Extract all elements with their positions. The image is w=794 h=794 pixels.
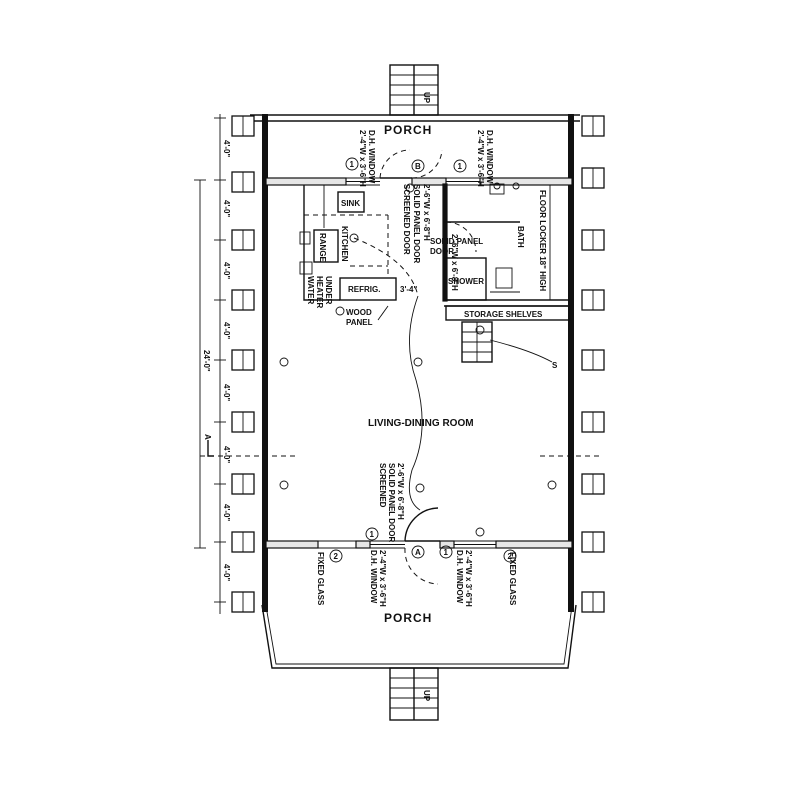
range-label: RANGE xyxy=(318,233,327,263)
fixed-glass-right-label: FIXED GLASS xyxy=(508,552,517,606)
tag-1-top-right: 1 xyxy=(458,162,463,171)
dim-left-6: 4'-0" xyxy=(222,446,231,463)
piers-left xyxy=(231,115,255,613)
dim-left-7: 4'-0" xyxy=(222,504,231,521)
top-window-left-label-1: 2'-4"W x 3'-6"H xyxy=(358,130,367,187)
stairs-top-label: UP xyxy=(422,92,431,104)
piers-right xyxy=(581,115,605,613)
top-door-label-3: SCREENED DOOR xyxy=(402,184,411,255)
wood-panel-label-2: PANEL xyxy=(346,318,373,327)
water-heater-label-1: WATER xyxy=(306,276,315,305)
tag-a-bottom: A xyxy=(415,548,421,557)
bottom-door-label-1: 2'-6"W x 6'-8"H xyxy=(396,463,405,520)
tag-1-top-left: 1 xyxy=(350,160,355,169)
left-dimensions: 4'-0" 4'-0" 4'-0" 4'-0" 4'-0" 4'-0" 4'-0… xyxy=(194,114,231,614)
dim-left-5: 4'-0" xyxy=(222,384,231,401)
tag-1-bottom-right: 1 xyxy=(444,548,449,557)
electrical-circuit: S xyxy=(279,183,558,537)
top-window-left-label-2: D.H. WINDOW xyxy=(367,130,376,184)
dim-left-2: 4'-0" xyxy=(222,200,231,217)
storage-label: STORAGE SHELVES xyxy=(464,310,543,319)
bottom-door-label-2: SOLID PANEL DOOR xyxy=(387,463,396,542)
bottom-window-left-label-2: D.H. WINDOW xyxy=(369,550,378,604)
bottom-window-left-label-1: 2'-4"W x 3'-6"H xyxy=(378,550,387,607)
top-door-label-2: SOLID PANEL DOOR xyxy=(412,184,421,263)
bottom-window-right-label-2: D.H. WINDOW xyxy=(455,550,464,604)
top-stairs: UP xyxy=(389,64,439,116)
tag-2-bottom-right: 2 xyxy=(508,552,513,561)
porch-bottom-label: PORCH xyxy=(384,611,432,625)
sink-label: SINK xyxy=(341,199,360,208)
porch-top-label: PORCH xyxy=(384,123,432,137)
side-walls xyxy=(262,114,574,612)
bath-door-label-1: 2'-6"W x 6'-8"H xyxy=(450,234,459,291)
top-window-right-label-1: 2'-4"W x 3'-6"H xyxy=(476,130,485,187)
tags: 1 B 1 1 A 1 2 2 xyxy=(329,157,517,563)
stairs-bottom-label: UP xyxy=(422,690,431,702)
dim-left-3: 4'-0" xyxy=(222,262,231,279)
water-heater-label-2: HEATER xyxy=(315,276,324,309)
dim-left-1: 4'-0" xyxy=(222,140,231,157)
water-heater-label-3: UNDER xyxy=(324,276,333,305)
kitchen-area: SINK RANGE KITCHEN REFRIG. WATER HEATER … xyxy=(299,185,417,327)
bottom-window-right-label-1: 2'-4"W x 3'-6"H xyxy=(464,550,473,607)
bath-label: BATH xyxy=(516,226,525,248)
bottom-door-label-3: SCREENED xyxy=(378,463,387,508)
bottom-stairs: UP xyxy=(389,667,439,721)
living-dining-room-label: LIVING-DINING ROOM xyxy=(368,418,474,429)
dim-left-8: 4'-0" xyxy=(222,564,231,581)
top-wall xyxy=(265,177,573,186)
refrig-label: REFRIG. xyxy=(348,285,380,294)
kitchen-label: KITCHEN xyxy=(340,226,349,262)
dim-overall: 24'-0" xyxy=(202,350,211,372)
bottom-porch: PORCH xyxy=(261,604,577,669)
bottom-opening-labels: 2'-6"W x 6'-8"H SOLID PANEL DOOR SCREENE… xyxy=(316,463,517,607)
switch-label: S xyxy=(552,361,558,370)
top-door-label-1: 2'-6"W x 6'-8"H xyxy=(422,184,431,241)
top-window-right-label-2: D.H. WINDOW xyxy=(485,130,494,184)
bath-door-label-3: DOOR xyxy=(430,247,454,256)
top-porch: PORCH xyxy=(250,114,580,137)
tag-2-bottom-left: 2 xyxy=(334,552,339,561)
partition-dim: 3'-4" xyxy=(400,285,417,294)
fixed-glass-left-label: FIXED GLASS xyxy=(316,552,325,606)
section-marker-label: A xyxy=(203,434,212,440)
door-swings xyxy=(379,149,443,585)
top-opening-labels: 2'-4"W x 3'-6"H D.H. WINDOW 2'-6"W x 6'-… xyxy=(358,130,494,263)
section-markers: A xyxy=(200,434,600,457)
bath-area: BATH FLOOR LOCKER 18" HIGH SHOWER 2'-6"W… xyxy=(430,182,571,363)
tag-1-bottom-left: 1 xyxy=(370,530,375,539)
wood-panel-label-1: WOOD xyxy=(346,308,372,317)
floor-locker-label: FLOOR LOCKER 18" HIGH xyxy=(538,190,547,291)
bottom-wall xyxy=(265,540,573,549)
dim-left-4: 4'-0" xyxy=(222,322,231,339)
tag-b-top: B xyxy=(415,162,421,171)
shower-label: SHOWER xyxy=(448,277,484,286)
bath-door-label-2: SOLID PANEL xyxy=(430,237,483,246)
